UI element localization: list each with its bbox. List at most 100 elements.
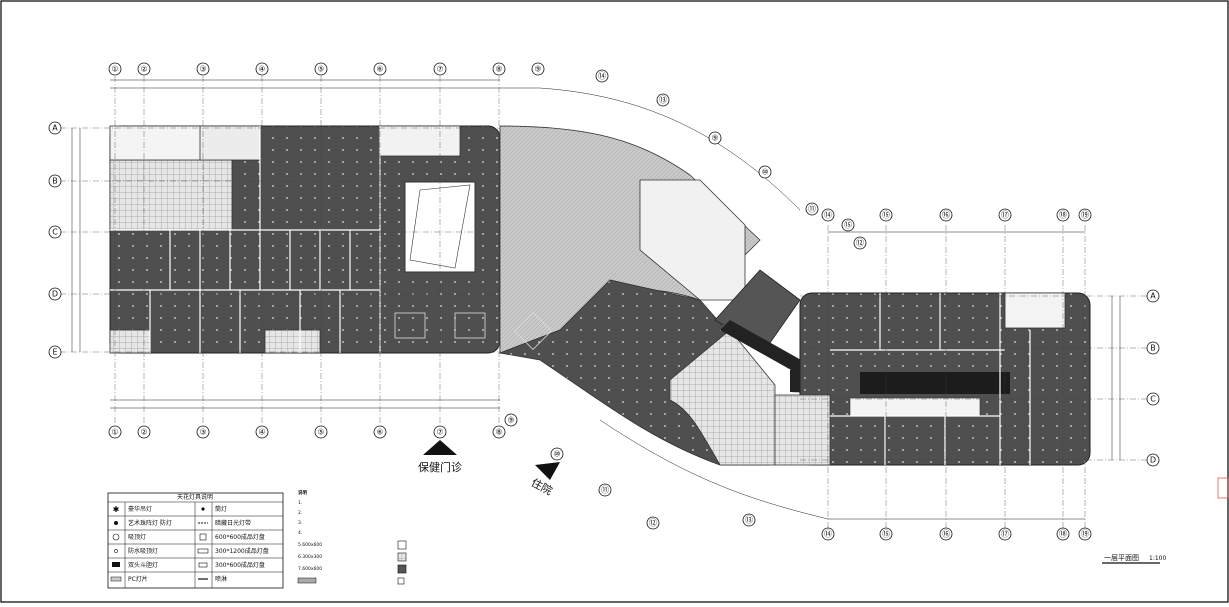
grid-label: ② [140,65,147,74]
entrance-inpatient-label: 住院 [529,475,555,498]
grid-label: ⑱ [1059,530,1067,539]
grid-label: ④ [258,65,265,74]
legend-item: 暗藏日光灯带 [215,519,251,527]
grid-bubbles-right-top: ⑭ ⑮ ⑯ ⑰ ⑱ ⑲ [821,208,1092,222]
legend-item: 筒灯 [215,505,227,513]
dimension-lines [71,79,1121,520]
grid-label: ① [111,428,118,437]
grid-label: ⑯ [942,211,950,220]
grid-label: ⑨ [534,65,541,74]
grid-label: ⑥ [376,65,383,74]
grid-label: C [1150,395,1156,404]
grid-label: ⑮ [844,221,852,230]
panel-600-icon [199,533,207,541]
design-notes: 说明 1. 2. 3. 4. 5.600x600 6.300x300 7.600… [297,489,407,585]
grid-label: ⑨ [507,416,514,425]
grid-label: ② [140,428,147,437]
grid-label: ⑲ [1081,211,1089,220]
grid-label: D [52,290,58,299]
entrance-health-label: 保健门诊 [418,460,462,474]
grid-bubbles-left-rows: A B C D E [48,121,62,359]
left-wing [109,125,501,354]
note-line: 7.600x600 [298,566,322,572]
pc-panel-icon [110,576,122,582]
grid-label: ③ [199,428,206,437]
grid-label: ⑪ [808,205,816,214]
grid-bubbles-right-bottom: ⑭ ⑮ ⑯ ⑰ ⑱ ⑲ [821,527,1092,541]
grid-label: ⑫ [649,519,657,528]
revision-stamp [1217,477,1229,499]
legend-title: 天花灯具说明 [177,493,213,501]
grid-bubbles-right-rows: A B C D [1146,289,1160,467]
grid-label: ⑭ [824,530,832,539]
note-line: 3. [298,520,302,526]
panel-300-icon [198,562,208,568]
grid-label: ① [111,65,118,74]
drawing-title-block: 一层平面图 1:100 [1102,554,1166,564]
grid-label: ⑦ [436,65,443,74]
panel-1200-icon [197,548,209,554]
grid-label: ⑬ [745,516,753,525]
grid-label: ⑬ [659,96,667,105]
grid-label: ⑱ [1059,211,1067,220]
note-line: 5.600x600 [298,542,322,548]
grid-label: B [52,177,58,186]
lighting-legend: 天花灯具说明 ✱ 豪华吊灯 筒灯 艺术珠阵灯 防灯 暗藏日光灯带 吸顶灯 600… [107,492,284,589]
grid-label: ⑮ [882,211,890,220]
tile-600-swatch [397,540,407,550]
note-line: 1. [298,500,302,506]
grid-label: E [52,348,57,357]
grid-label: ⑧ [495,428,502,437]
legend-item: 300*600成品灯盘 [215,561,265,569]
legend-item: 300*1200成品灯盘 [215,547,269,555]
entrance-health: 保健门诊 [418,440,462,474]
ceiling-light-icon [112,533,120,541]
grid-lines [60,76,1150,530]
curved-connector [498,125,860,466]
grid-label: A [52,124,58,133]
drawing-scale: 1:100 [1149,555,1166,562]
grid-label: ⑪ [601,486,609,495]
legend-item: PC灯片 [128,575,148,583]
art-light-icon [114,521,118,525]
tile-dark-swatch [397,564,407,574]
legend-item: 双头斗胆灯 [128,561,158,569]
grid-label: ⑮ [882,530,890,539]
grid-label: ⑰ [1001,530,1009,539]
grid-label: ⑭ [824,211,832,220]
grid-label: ⑥ [376,428,383,437]
spotlight-icon [112,562,120,567]
grid-label: A [1150,292,1156,301]
vent-swatch [397,577,405,585]
hatch-swatch [297,577,317,584]
note-line: 4. [298,530,302,536]
legend-item: 喷淋 [215,575,227,583]
drawing-title: 一层平面图 [1104,554,1139,562]
grid-label: ⑦ [436,428,443,437]
grid-bubbles-top-left: ① ② ③ ④ ⑤ ⑥ ⑦ ⑧ ⑨ [108,62,545,76]
legend-item: 600*600成品灯盘 [215,533,265,541]
legend-item: 艺术珠阵灯 防灯 [128,519,172,527]
grid-label: ⑨ [711,134,718,143]
grid-label: ⑤ [317,428,324,437]
grid-label: ⑩ [761,168,768,177]
chandelier-icon: ✱ [113,505,120,514]
grid-label: ⑩ [553,450,560,459]
downlight-icon [201,507,205,511]
grid-label: ⑰ [1001,211,1009,220]
grid-bubbles-bottom-left: ① ② ③ ④ ⑤ ⑥ ⑦ ⑧ [108,425,506,439]
grid-label: ⑭ [598,72,606,81]
grid-label: C [52,228,58,237]
waterproof-light-icon [114,549,118,553]
legend-item: 豪华吊灯 [128,505,152,513]
grid-label: ⑯ [942,530,950,539]
grid-label: ⑤ [317,65,324,74]
grid-label: B [1150,344,1156,353]
grid-label: ④ [258,428,265,437]
grid-label: ③ [199,65,206,74]
grid-bubbles-diagonal: ⑭ ⑬ ⑨ ⑩ ⑪ ⑮ ⑫ ⑨ ⑩ ⑪ ⑫ ⑬ [504,69,867,530]
grid-label: D [1150,456,1156,465]
